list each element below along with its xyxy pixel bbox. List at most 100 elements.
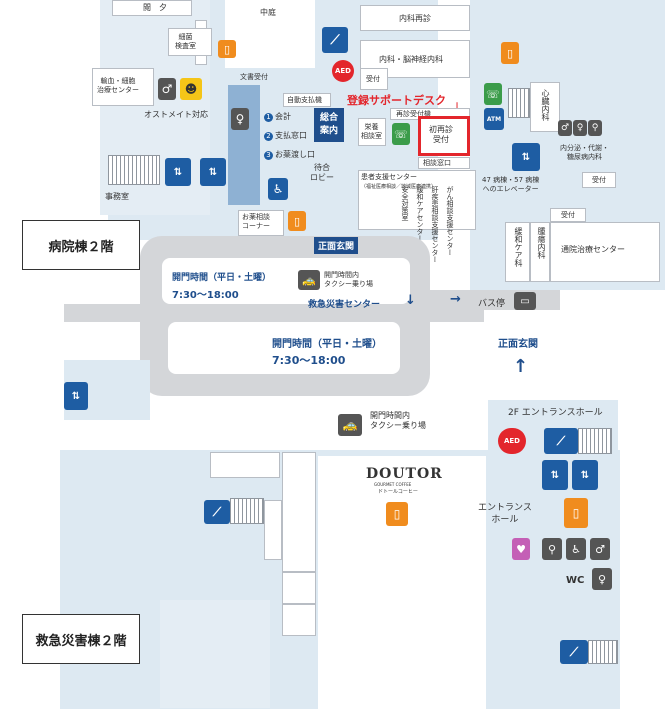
emergency-center-label: 救急災害センター — [308, 300, 381, 310]
cardio: 心臓内科 — [530, 82, 560, 132]
taxi-1-label: 開門時間内 タクシー乗り場 — [324, 271, 373, 288]
accounting-label: 会計 — [275, 112, 291, 121]
bus-icon: ▭ — [514, 292, 536, 310]
phone-green-icon: ☏ — [484, 83, 502, 105]
reception-3-label: 受付 — [561, 211, 575, 219]
culture-lab: 細菌 検査室 — [168, 28, 212, 56]
wheelchair-icon: ♿ — [268, 178, 288, 200]
elevator-icon-2: ⇅ — [200, 158, 226, 186]
nursing-room-icon: ♥ — [512, 538, 530, 560]
restroom-women-icon: ♀ — [592, 568, 612, 590]
arrow-up-icon: ↑ — [513, 356, 529, 377]
elevator-icon-4: ⇅ — [64, 382, 88, 410]
restroom-men-icon: ♂ — [158, 78, 176, 100]
escalator-icon: ⟋ — [544, 428, 578, 454]
nutrition-label: 栄養 相談室 — [361, 123, 382, 140]
palliative-label: 緩和ケアセンター — [416, 186, 424, 242]
reception-1-label: 受付 — [366, 75, 380, 83]
phone-icon: ▯ — [218, 40, 236, 58]
liver-label: 肝疾患相談支援センター — [431, 186, 439, 263]
ostomate-icon: ☻ — [180, 78, 202, 100]
first-revisit-label: 初再診 受付 — [429, 125, 453, 144]
payment-window-label: 支払窓口 — [275, 131, 307, 140]
internal-revisit-label: 内科再診 — [399, 14, 431, 23]
room-c — [264, 500, 282, 560]
palliative-ward: 緩和ケア科 — [505, 222, 530, 282]
doutor-area — [318, 456, 486, 710]
phone-green-icon: ☏ — [392, 123, 410, 145]
tumor-label: 腫瘍内科 — [537, 227, 546, 259]
restroom-women-icon: ♀ — [573, 120, 587, 136]
entrance-hall-2f-label: 2F エントランスホール — [508, 408, 603, 418]
auto-payment-machine: 自動支払機 — [283, 93, 331, 107]
elevator-47-label: 47 病棟・57 病棟 へのエレベーター — [482, 176, 540, 193]
reception-1: 受付 — [360, 68, 388, 90]
stairs-right — [508, 88, 530, 118]
doutor-sub-label: GOURMET COFFEE — [374, 482, 412, 487]
room-b — [282, 452, 316, 572]
front-entrance-top-label: 正面玄関 — [314, 237, 359, 254]
ostomate-label: オストメイト対応 — [144, 110, 208, 119]
office-label: 事務室 — [105, 192, 129, 201]
room-e — [282, 604, 316, 636]
culture-lab-label: 細菌 検査室 — [175, 33, 196, 50]
consult-window: 相談窓口 — [418, 157, 470, 169]
cancer-label: がん相談支援センター — [446, 186, 454, 256]
internal-revisit: 内科再診 — [360, 5, 470, 31]
patient-support-label: 患者支援センター — [361, 173, 417, 181]
first-revisit-reception[interactable]: 初再診 受付 — [418, 116, 470, 156]
loop-inner-top — [162, 258, 410, 304]
escalator-icon: ⟋ — [204, 500, 230, 524]
waiting-lobby-label: 待合 ロビー — [310, 163, 334, 182]
loop-inner-bottom — [168, 322, 400, 374]
doutor-jp-label: ドトールコーヒー — [378, 489, 418, 495]
docs-reception-label: 文書受付 — [240, 73, 268, 81]
doutor-logo: DOUTOR — [366, 466, 443, 482]
arrow-right-icon: → — [450, 292, 461, 307]
restroom-icons: ♂ ♀ ⚲ — [558, 120, 604, 138]
reception-2: 受付 — [582, 172, 616, 188]
aed-icon: AED — [498, 428, 526, 454]
taxi-2-label: 開門時間内 タクシー乗り場 — [370, 411, 426, 430]
floor-label-emergency: 救急災害棟２階 — [22, 614, 140, 664]
elevator-icon-5: ⇅ — [542, 460, 568, 490]
top-room-label: 閲 夕 — [143, 3, 167, 12]
stairs-entrance — [578, 428, 612, 454]
entrance-road — [64, 304, 484, 322]
top-room: 閲 夕 — [112, 0, 192, 16]
auto-payment-label: 自動支払機 — [287, 96, 322, 104]
multipurpose-restroom-icon: ⚲ — [588, 120, 602, 136]
endocrine-label: 内分泌・代謝・ 糖尿病内科 — [560, 144, 609, 161]
wheelchair-icon: ♿ — [566, 538, 586, 560]
elevator-icon-1: ⇅ — [165, 158, 191, 186]
safety-label: 安全対策室 — [401, 186, 409, 221]
oncology-center: 通院治療センター — [550, 222, 660, 282]
oncology-label: 通院治療センター — [561, 245, 625, 254]
stairs-lower — [588, 640, 618, 664]
reception-3: 受付 — [550, 208, 586, 222]
phone-icon: ▯ — [288, 211, 306, 231]
support-desk-label: 登録サポートデスク — [347, 94, 446, 107]
escalator-icon: ⟋ — [560, 640, 588, 664]
arrow-down-icon: ↓ — [405, 293, 416, 308]
bus-stop-label: バス停 — [478, 299, 506, 309]
general-info-desk: 総合 案内 — [314, 108, 344, 142]
stairs-left — [108, 155, 160, 185]
atm-icon: ATM — [484, 108, 504, 130]
medicine-consult-label: お薬相談 コーナー — [242, 213, 270, 230]
courtyard: 中庭 — [225, 0, 315, 68]
corridor-block — [228, 85, 260, 205]
phone-icon: ▯ — [386, 502, 408, 526]
nutrition: 栄養 相談室 — [358, 118, 386, 146]
wc-label: WC — [566, 575, 585, 586]
hours-1-label: 開門時間（平日・土曜） — [172, 273, 272, 283]
medicine-consult: お薬相談 コーナー — [238, 210, 284, 236]
multipurpose-restroom-icon: ⚲ — [542, 538, 562, 560]
restroom-men-icon: ♂ — [590, 538, 610, 560]
transfusion-center: 輸血・細胞 治療センター — [92, 68, 154, 106]
room-a — [210, 452, 280, 478]
transfusion-label: 輸血・細胞 治療センター — [97, 77, 139, 94]
